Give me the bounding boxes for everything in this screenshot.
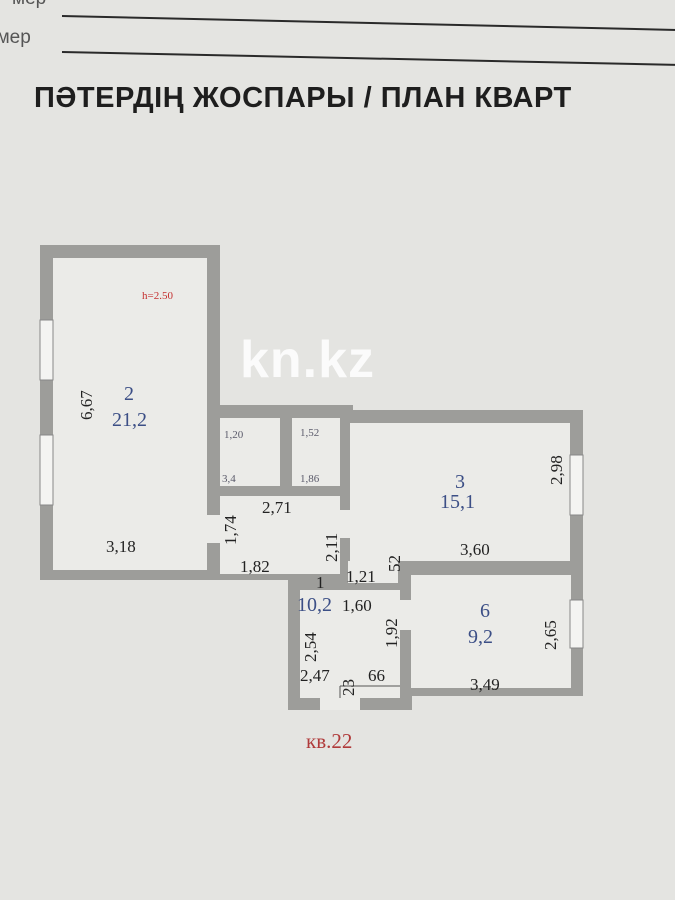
page-title: ПӘТЕРДІҢ ЖОСПАРЫ / ПЛАН КВАРТ (34, 82, 572, 114)
bathroom-label: 3,4 (222, 473, 236, 485)
field-label-2: омер (0, 27, 31, 48)
dimension: 23 (339, 679, 358, 696)
dimension: 6,67 (77, 390, 96, 420)
room-number: 1 (316, 573, 325, 592)
corridor (220, 496, 340, 574)
dimension: 1,82 (240, 557, 270, 576)
dimension: 52 (385, 555, 404, 572)
dimension: 2,71 (262, 498, 292, 517)
dimension: 1,60 (342, 596, 372, 615)
bathroom (220, 418, 280, 486)
room-area: 10,2 (297, 594, 332, 616)
dimension: 66 (368, 666, 385, 685)
room-area: 15,1 (440, 491, 475, 513)
dimension: 3,49 (470, 675, 500, 694)
dimension: 1,21 (346, 567, 376, 586)
dimension: 2,47 (300, 666, 330, 685)
room-number: 3 (455, 471, 465, 493)
room-area: 21,2 (112, 409, 147, 431)
room-number: 2 (124, 383, 134, 405)
room-number: 6 (480, 600, 490, 622)
dimension: 2,98 (547, 455, 566, 485)
bathroom-label: 1,52 (300, 427, 319, 439)
hall-1 (300, 590, 400, 698)
bathroom-label: 1,20 (224, 429, 244, 441)
dimension: 3,18 (106, 537, 136, 556)
room-area: 9,2 (468, 626, 493, 648)
room-6 (411, 575, 571, 688)
toilet (292, 418, 340, 486)
dimension: 2,65 (541, 620, 560, 650)
watermark: kn.kz (240, 331, 376, 389)
dimension: 3,60 (460, 540, 490, 559)
doors (207, 510, 411, 710)
ceiling-height: h=2.50 (142, 290, 173, 302)
apartment-label: кв.22 (306, 729, 352, 753)
dimension: 1,74 (221, 515, 240, 545)
windows (39, 319, 584, 649)
dimension: 2,11 (322, 533, 341, 562)
room-2 (53, 258, 207, 570)
room-3 (350, 423, 570, 561)
bathroom-label: 1,86 (300, 473, 320, 485)
niche (348, 561, 398, 583)
dimension: 1,92 (382, 618, 401, 648)
field-label-1: мер (12, 0, 46, 10)
dimension: 2,54 (301, 632, 320, 662)
